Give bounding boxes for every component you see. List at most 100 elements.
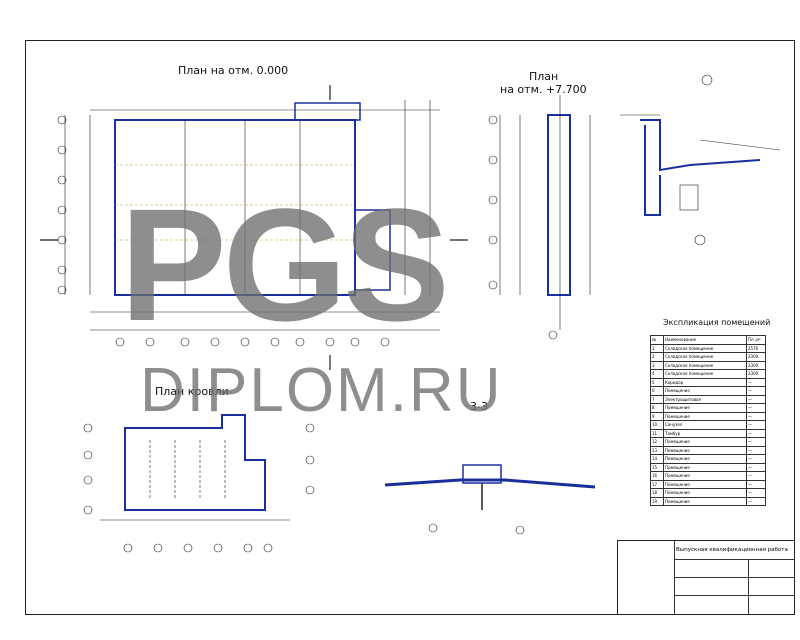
table-cell: 2300 [746, 360, 766, 370]
table-cell: — [746, 496, 766, 506]
table-cell: Складское помещение [663, 360, 747, 370]
table-cell: 11 [650, 428, 664, 438]
table-cell: Складское помещение [663, 369, 747, 379]
roof-node-detail [620, 74, 781, 246]
table-cell: 9 [650, 411, 664, 421]
column-header: Наименование [663, 335, 747, 345]
table-cell: — [746, 437, 766, 447]
stamp-signatures-column [618, 541, 675, 614]
table-cell: Тамбур [663, 428, 747, 438]
table-cell: 12 [650, 437, 664, 447]
table-cell: Складское помещение [663, 352, 747, 362]
table-cell: Санузел [663, 420, 747, 430]
column-header: № [650, 335, 664, 345]
plan-upper-title-line2: на отм. +7.700 [500, 83, 587, 96]
stamp-title: Выпускная квалификационная работа [676, 547, 788, 553]
table-cell: Электрощитовая [663, 394, 747, 404]
table-cell: Помещение [663, 488, 747, 498]
drawing-sheet-frame [25, 40, 795, 615]
section-3-3-drawing [384, 464, 596, 535]
table-cell: 10 [650, 420, 664, 430]
watermark-sub: DIPLOM.RU [140, 356, 503, 425]
explication-title: Экспликация помещений [663, 318, 771, 327]
watermark-main: PGS [120, 175, 450, 354]
table-cell: — [746, 462, 766, 472]
table-cell: — [746, 445, 766, 455]
table-cell: 2570 [746, 343, 766, 353]
table-cell: 2300 [746, 369, 766, 379]
column-header: Пл.,м² [746, 335, 766, 345]
table-cell: 6 [650, 386, 664, 396]
plan-ground-drawing [40, 85, 468, 370]
table-cell: Помещение [663, 386, 747, 396]
plan-roof-drawing [83, 414, 315, 553]
table-cell: Помещение [663, 496, 747, 506]
table-cell: — [746, 471, 766, 481]
table-cell: Помещение [663, 462, 747, 472]
table-cell: Складское помещение [663, 343, 747, 353]
table-cell: 2300 [746, 352, 766, 362]
table-cell: Коридор [663, 377, 747, 387]
table-cell: — [746, 420, 766, 430]
table-cell: 18 [650, 488, 664, 498]
table-cell: 19 [650, 496, 664, 506]
plan-upper-drawing [488, 95, 591, 340]
table-cell: 3 [650, 360, 664, 370]
table-cell: 15 [650, 462, 664, 472]
table-cell: — [746, 394, 766, 404]
plan-upper-title-line1: План [529, 70, 559, 83]
table-header-row: № Наименование Пл.,м² [650, 335, 766, 345]
table-cell: Помещение [663, 403, 747, 413]
table-cell: — [746, 428, 766, 438]
table-cell: 14 [650, 454, 664, 464]
stamp-divider [674, 577, 794, 578]
plan-ground-title: План на отм. 0.000 [178, 64, 289, 77]
table-cell: 16 [650, 471, 664, 481]
table-cell: Помещение [663, 479, 747, 489]
table-cell: 2 [650, 352, 664, 362]
stamp-divider [674, 595, 794, 596]
table-cell: 8 [650, 403, 664, 413]
table-cell: 4 [650, 369, 664, 379]
stamp-divider [748, 559, 749, 614]
table-cell: Помещение [663, 471, 747, 481]
table-cell: 7 [650, 394, 664, 404]
table-cell: 13 [650, 445, 664, 455]
table-cell: 5 [650, 377, 664, 387]
table-cell: — [746, 411, 766, 421]
table-cell: — [746, 377, 766, 387]
table-cell: Помещение [663, 445, 747, 455]
table-cell: 1 [650, 343, 664, 353]
stamp-divider [674, 559, 794, 560]
title-block-stamp: Выпускная квалификационная работа [617, 540, 795, 615]
table-cell: Помещение [663, 411, 747, 421]
table-cell: — [746, 403, 766, 413]
table-cell: — [746, 488, 766, 498]
table-cell: — [746, 454, 766, 464]
plan-roof-title: План кровли [155, 385, 229, 398]
table-cell: Помещение [663, 454, 747, 464]
table-cell: — [746, 386, 766, 396]
table-cell: — [746, 479, 766, 489]
